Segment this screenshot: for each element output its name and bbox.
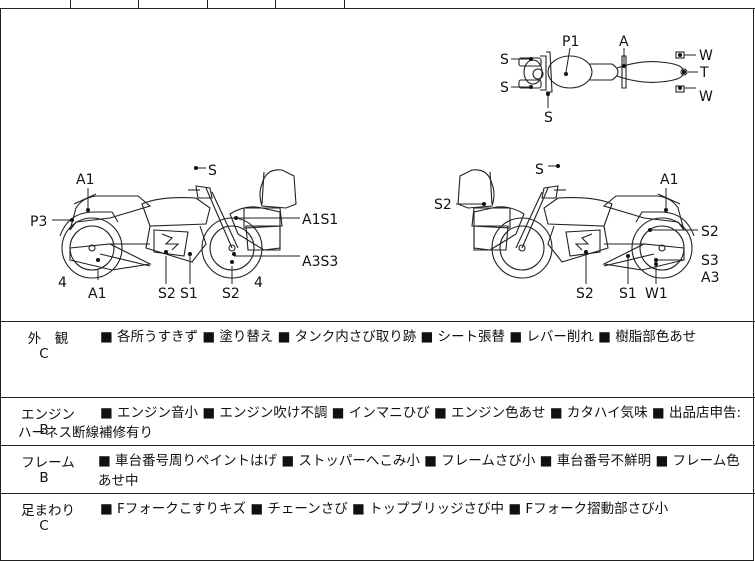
top-label: P1 <box>562 34 579 50</box>
left-label: A1 <box>76 172 94 188</box>
right-label: S2 <box>434 197 452 213</box>
divider <box>275 0 276 8</box>
top-label: S <box>500 52 509 68</box>
condition-row-engine: エンジン B ■ エンジン音小 ■ エンジン吹け不調 ■ インマニひび ■ エン… <box>0 397 755 445</box>
top-view-motorcycle <box>518 51 688 93</box>
left-view-leaders <box>52 167 300 284</box>
condition-category: 足まわり <box>21 503 75 519</box>
right-label: W1 <box>645 286 668 302</box>
condition-notes: ■ 各所うすきず ■ 塗り替え ■ タンク内さび取り跡 ■ シート張替 ■ レバ… <box>100 329 697 345</box>
top-view-markers <box>529 53 686 96</box>
left-label: 4 <box>254 275 263 291</box>
top-label: W <box>699 89 713 105</box>
left-view-markers <box>70 166 238 264</box>
damage-diagram: S S S P1 A W T W <box>30 34 719 302</box>
left-label: A1S1 <box>302 212 338 228</box>
condition-category: 外 観 <box>27 331 69 347</box>
left-view-motorcycle <box>59 169 297 279</box>
condition-grade: C <box>39 346 49 362</box>
condition-notes: ■ 車台番号周りペイントはげ ■ ストッパーへこみ小 ■ フレームさび小 ■ 車… <box>98 453 740 489</box>
right-label: A3 <box>701 270 719 286</box>
right-label: S <box>535 162 544 178</box>
top-label: A <box>619 34 629 50</box>
top-label: S <box>500 80 509 96</box>
condition-row-frame: フレーム B ■ 車台番号周りペイントはげ ■ ストッパーへこみ小 ■ フレーム… <box>0 445 755 493</box>
left-label: P3 <box>30 214 47 230</box>
divider <box>344 0 345 8</box>
condition-row-suspension: 足まわり C ■ Fフォークこすりキズ ■ チェーンさび ■ トップブリッジさび… <box>0 493 755 561</box>
condition-row-exterior: 外 観 C ■ 各所うすきず ■ 塗り替え ■ タンク内さび取り跡 ■ シート張… <box>0 321 755 397</box>
right-label: A1 <box>660 172 678 188</box>
divider <box>70 0 71 8</box>
right-label: S2 <box>576 286 594 302</box>
right-label: S3 <box>701 253 719 269</box>
right-view-leaders <box>456 165 698 284</box>
condition-notes: ■ Fフォークこすりキズ ■ チェーンさび ■ トップブリッジさび中 ■ Fフォ… <box>100 501 669 517</box>
left-label: A3S3 <box>302 254 338 270</box>
right-label: S1 <box>619 286 637 302</box>
left-label: A1 <box>88 286 106 302</box>
top-label: S <box>544 110 553 126</box>
left-label: S2 <box>222 286 240 302</box>
divider <box>138 0 139 8</box>
top-view-labels: S S S P1 A W T W <box>500 34 713 126</box>
left-label: S2 <box>158 286 176 302</box>
condition-notes: ■ エンジン音小 ■ エンジン吹け不調 ■ インマニひび ■ エンジン色あせ ■… <box>18 405 742 441</box>
top-view-leaders <box>511 47 698 108</box>
right-label: S2 <box>701 224 719 240</box>
left-label: S <box>208 163 217 179</box>
left-label: 4 <box>58 275 67 291</box>
condition-grade: B <box>39 470 49 486</box>
right-view-motorcycle <box>457 169 695 279</box>
divider <box>207 0 208 8</box>
top-label: T <box>699 65 709 81</box>
condition-category: エンジン <box>21 407 75 423</box>
top-label: W <box>699 48 713 64</box>
condition-grade: B <box>39 422 49 438</box>
right-view-markers <box>482 164 668 266</box>
left-label: S1 <box>180 286 198 302</box>
right-view-labels: S A1 S2 S2 S3 A3 S2 S1 W1 <box>434 162 719 302</box>
condition-grade: C <box>39 518 49 534</box>
condition-category: フレーム <box>21 455 75 471</box>
left-view-labels: A1 S P3 A1S1 A3S3 4 A1 S2 S1 S2 4 <box>30 163 338 302</box>
